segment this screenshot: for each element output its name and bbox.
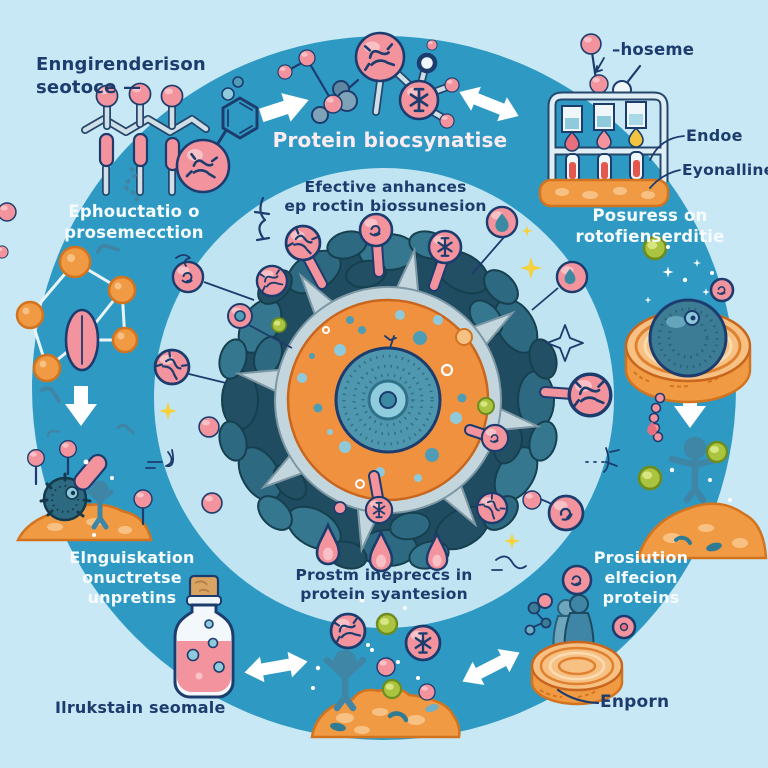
secretion-scene [636,392,768,560]
caption-line: Prostm inepreccs in [295,566,473,584]
rack-base [538,178,670,208]
caption-bottom-left-ring: Elnguiskation onuctretse unpretins [58,548,206,608]
orange-atoms [15,245,139,383]
receptor-pins [153,205,613,573]
star-outline [546,324,584,362]
nucleus-sphere [648,298,728,378]
caption-line: elfecion [604,568,678,587]
beakers [561,101,647,133]
flames [564,126,644,152]
trna-molecule-scene [81,76,259,205]
bottle-scene [173,574,235,699]
caption-protein-biosynthesis: Protein biocsynatise [272,128,508,152]
caption-line: protein syantesion [300,585,468,604]
scribble [585,447,620,473]
caption-top-left: Enngirenderison seotoce — [36,54,206,99]
stick-figure-small [86,480,114,530]
caption-line: unpretins [87,588,177,607]
degradation-scene [15,422,153,542]
caption-endoe: Endoe [686,126,743,145]
leader-eyonalline [649,169,681,189]
caption-line: seotoce — [36,76,142,98]
mini-molecule [524,601,552,636]
annotations [145,196,620,571]
pointer-to-pin [595,57,605,73]
leader-enporn [556,688,600,705]
vesicle-speckles [297,310,467,489]
caption-line: Enngirenderison [36,54,206,75]
nucleolus-sphere [334,335,442,454]
helix-dots [123,166,139,205]
spiky-virus [39,472,92,522]
caption-line: Prosiution [593,548,689,567]
caption-line: Elnguiskation [69,548,195,567]
scribble [175,254,191,267]
caption-line: Posuress on [592,206,708,225]
translation-scene [310,648,461,739]
scribble [145,449,175,469]
caption-line: ep roctin biossunesion [284,197,487,216]
lollipop-pins [27,440,153,526]
caption-bottom-right-ring: Prosiution elfecion proteins [566,548,716,608]
sparkles-white [644,245,714,304]
ring-atom [416,52,438,74]
caption-enporn: Enporn [600,692,670,712]
caption-line: proteins [602,588,680,607]
leader-endoe [649,135,685,161]
stick-figure-arms-out [668,436,722,504]
caption-line: onuctretse [82,568,182,587]
scribble [253,196,271,242]
test-tubes [565,151,644,183]
central-cell [218,230,558,570]
caption-bottle: Ilrukstain seomale [55,698,226,717]
benzene-ring [221,96,259,140]
caption-line: Efective anhances [304,178,467,196]
caption-eyonalline: Eyonalline [682,161,768,179]
caption-line: Ephouctatio o [68,202,200,221]
lab-rack-scene [538,33,685,208]
pink-capsule [73,453,108,491]
falling-molecules [329,597,442,701]
caption-center-bottom: Prostm inepreccs in protein syantesion [260,566,508,605]
nucleus-donut-scene [624,235,752,404]
export-disc-scene [524,564,637,706]
scribble [491,555,527,571]
orange-molecule-scene [0,202,139,404]
stick-figure-arms-up [323,649,367,712]
caption-line: rotofienserditie [575,226,725,246]
protein-molecule-scene [277,31,460,129]
caption-center-top: Efective anhances ep roctin biossunesion [253,178,518,217]
caption-line: prosemecction [64,222,204,242]
caption-hoseme: –hoseme [612,40,695,59]
caption-left-ring: Ephouctatio o prosemecction [44,202,224,243]
caption-right-ring: Posuress on rotofienserditie [550,206,750,247]
